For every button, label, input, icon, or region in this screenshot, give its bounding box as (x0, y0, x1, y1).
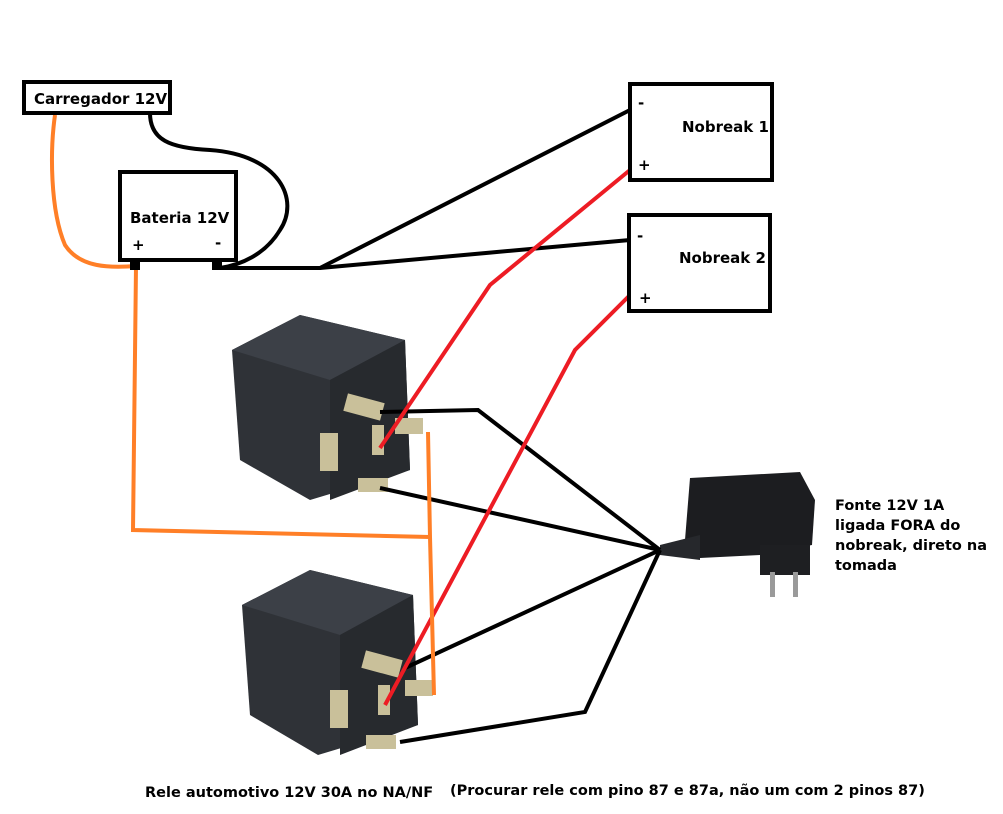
wire-charger-positive (50, 114, 137, 269)
relay-2-pin-30 (378, 685, 390, 715)
ups1-minus-label: - (638, 94, 645, 112)
charger-box: Carregador 12V (22, 80, 172, 115)
relay-note-caption: (Procurar rele com pino 87 e 87a, não um… (450, 783, 925, 799)
wire-ups2-negative (319, 238, 631, 270)
wire-relay-coil-positive (426, 431, 436, 696)
relay-1 (232, 315, 423, 500)
relay-2-pin-87a (366, 735, 396, 749)
wire-relay2-pin87a (399, 549, 662, 744)
power-adapter (660, 472, 815, 597)
relay-2-pin-85 (405, 680, 433, 696)
black-wires (148, 108, 662, 744)
power-supply-note-line: ligada FORA do (835, 518, 961, 534)
battery-plus-label: + (132, 236, 145, 254)
wire-relay2-pin87 (404, 548, 661, 670)
power-supply-note-line: tomada (835, 558, 897, 574)
relay-1-pin-86 (320, 433, 338, 471)
battery-plus-terminal (130, 260, 140, 270)
power-supply-note: Fonte 12V 1A ligada FORA do nobreak, dir… (835, 496, 987, 576)
relay-caption: Rele automotivo 12V 30A no NA/NF (145, 785, 434, 801)
ups2-minus-label: - (637, 227, 644, 245)
relay-1-pin-30 (372, 425, 384, 455)
ups1-label: Nobreak 1 (682, 118, 769, 136)
relay-1-pin-85 (395, 418, 423, 434)
battery-box: Bateria 12V + - (118, 170, 238, 262)
wire-relay1-pin87 (379, 407, 662, 552)
battery-minus-label: - (215, 234, 222, 252)
ups2-box: - Nobreak 2 + (627, 213, 772, 313)
red-wires (378, 168, 632, 706)
battery-label: Bateria 12V (130, 209, 230, 227)
ups2-plus-label: + (639, 289, 652, 307)
battery-minus-terminal (212, 260, 222, 270)
wire-charger-negative (148, 112, 290, 270)
relay-2 (242, 570, 433, 755)
power-supply-note-line: nobreak, direto na (835, 538, 988, 554)
wire-battery-positive (130, 265, 431, 539)
relay-2-pin-86 (330, 690, 348, 728)
power-supply-note-line: Fonte 12V 1A (835, 498, 945, 514)
relay-2-pin-87 (361, 650, 403, 678)
orange-wires (50, 114, 436, 696)
wire-ups2-positive (383, 293, 632, 706)
ups2-label: Nobreak 2 (679, 249, 766, 267)
ups1-box: - Nobreak 1 + (628, 82, 774, 182)
wire-ups1-positive (378, 168, 632, 450)
ups1-plus-label: + (638, 156, 651, 174)
charger-label: Carregador 12V (34, 90, 168, 108)
relay-1-pin-87 (343, 393, 385, 421)
wire-relay1-pin87a (379, 486, 661, 552)
